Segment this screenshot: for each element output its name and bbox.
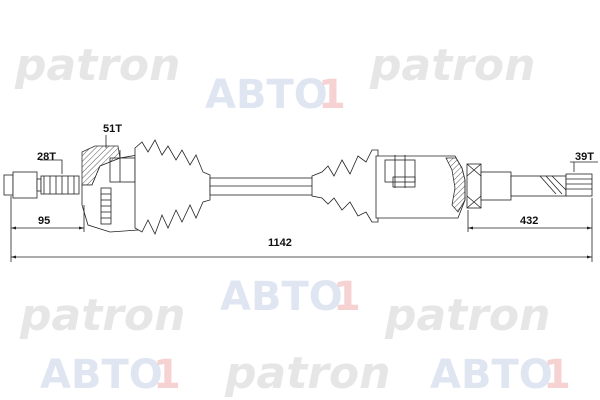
inner-boot [311,149,379,223]
label-39t: 39T [575,151,594,163]
watermark-avto: АВТО [430,352,553,398]
dimension-1142: 1142 [268,237,292,249]
watermark-patron: patron [224,348,390,399]
label-51t: 51T [103,123,122,135]
watermark-avto-digit: 1 [333,274,361,320]
watermark-avto-digit: 1 [153,352,181,398]
watermark-layer: patron АВТО 1 patron patron АВТО 1 patro… [14,40,571,399]
outer-splines [40,175,80,195]
annotations: 28T 51T 39T 95 432 1142 [10,123,598,262]
outer-nut [3,174,14,196]
watermark-avto-digit: 1 [543,352,571,398]
support-bearing [466,163,482,209]
watermark-avto: АВТО [205,72,328,118]
watermark-avto: АВТО [220,274,343,320]
dimension-95: 95 [38,215,50,227]
dimension-432: 432 [520,215,538,227]
outer-boot [134,139,211,236]
watermark-avto-digit: 1 [318,72,346,118]
watermark-patron: patron [384,290,550,341]
label-28t: 28T [37,151,56,163]
inner-stub-shaft [510,175,567,197]
inner-splines [565,173,593,197]
watermark-patron: patron [19,290,185,341]
drive-shaft [3,139,593,236]
intermediate-shaft [209,177,321,196]
outer-thread [12,171,38,199]
watermark-patron: patron [14,40,180,91]
watermark-patron: patron [369,40,535,91]
watermark-avto: АВТО [40,352,163,398]
